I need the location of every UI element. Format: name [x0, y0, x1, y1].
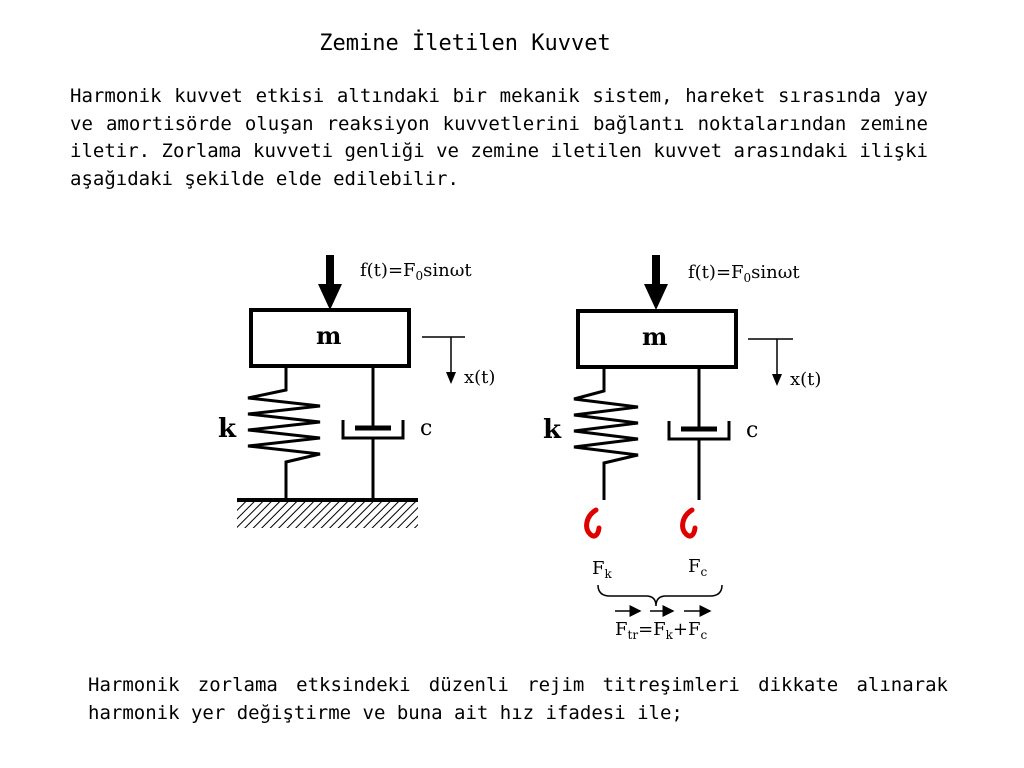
- mass-block: [576, 309, 738, 369]
- conclusion-paragraph: Harmonik zorlama etksindeki düzenli reji…: [88, 674, 948, 724]
- displacement-arrow-icon: [422, 336, 465, 384]
- brace-icon: [597, 584, 723, 607]
- mass-label: m: [642, 322, 667, 351]
- grounded-system: f(t)=F0sinωt m x(t) k c: [218, 255, 495, 528]
- displacement-arrow-icon: [748, 338, 793, 386]
- force-label: f(t)=F0sinωt: [688, 262, 800, 285]
- displacement-label: x(t): [464, 367, 495, 388]
- damper-force-hook-icon: [680, 507, 698, 539]
- damper-icon: [341, 366, 405, 500]
- spring-icon: [573, 367, 639, 500]
- damper-label: c: [746, 418, 758, 443]
- force-arrow-icon: [318, 255, 342, 310]
- spring-force-label: Fk: [592, 558, 613, 581]
- damper-force-label: Fc: [688, 556, 708, 579]
- displacement-label: x(t): [790, 369, 821, 390]
- mass-label: m: [316, 321, 341, 350]
- force-arrow-icon: [644, 255, 668, 310]
- transmitted-force-equation: Ftr=Fk+Fc: [615, 619, 708, 642]
- force-label: f(t)=F0sinωt: [360, 260, 472, 283]
- spring-icon: [247, 366, 321, 500]
- spring-label: k: [543, 415, 562, 445]
- spring-label: k: [218, 414, 237, 444]
- damper-label: c: [420, 416, 432, 441]
- page-title: Zemine İletilen Kuvvet: [319, 31, 611, 56]
- mass-block: [249, 308, 411, 368]
- spring-force-hook-icon: [584, 507, 602, 539]
- ground-icon: [237, 498, 418, 528]
- damper-icon: [667, 367, 731, 500]
- intro-paragraph: Harmonik kuvvet etkisi altındaki bir mek…: [70, 85, 928, 190]
- free-body-system: f(t)=F0sinωt m x(t) k c Fk Fc Ftr=Fk+Fc: [543, 255, 821, 642]
